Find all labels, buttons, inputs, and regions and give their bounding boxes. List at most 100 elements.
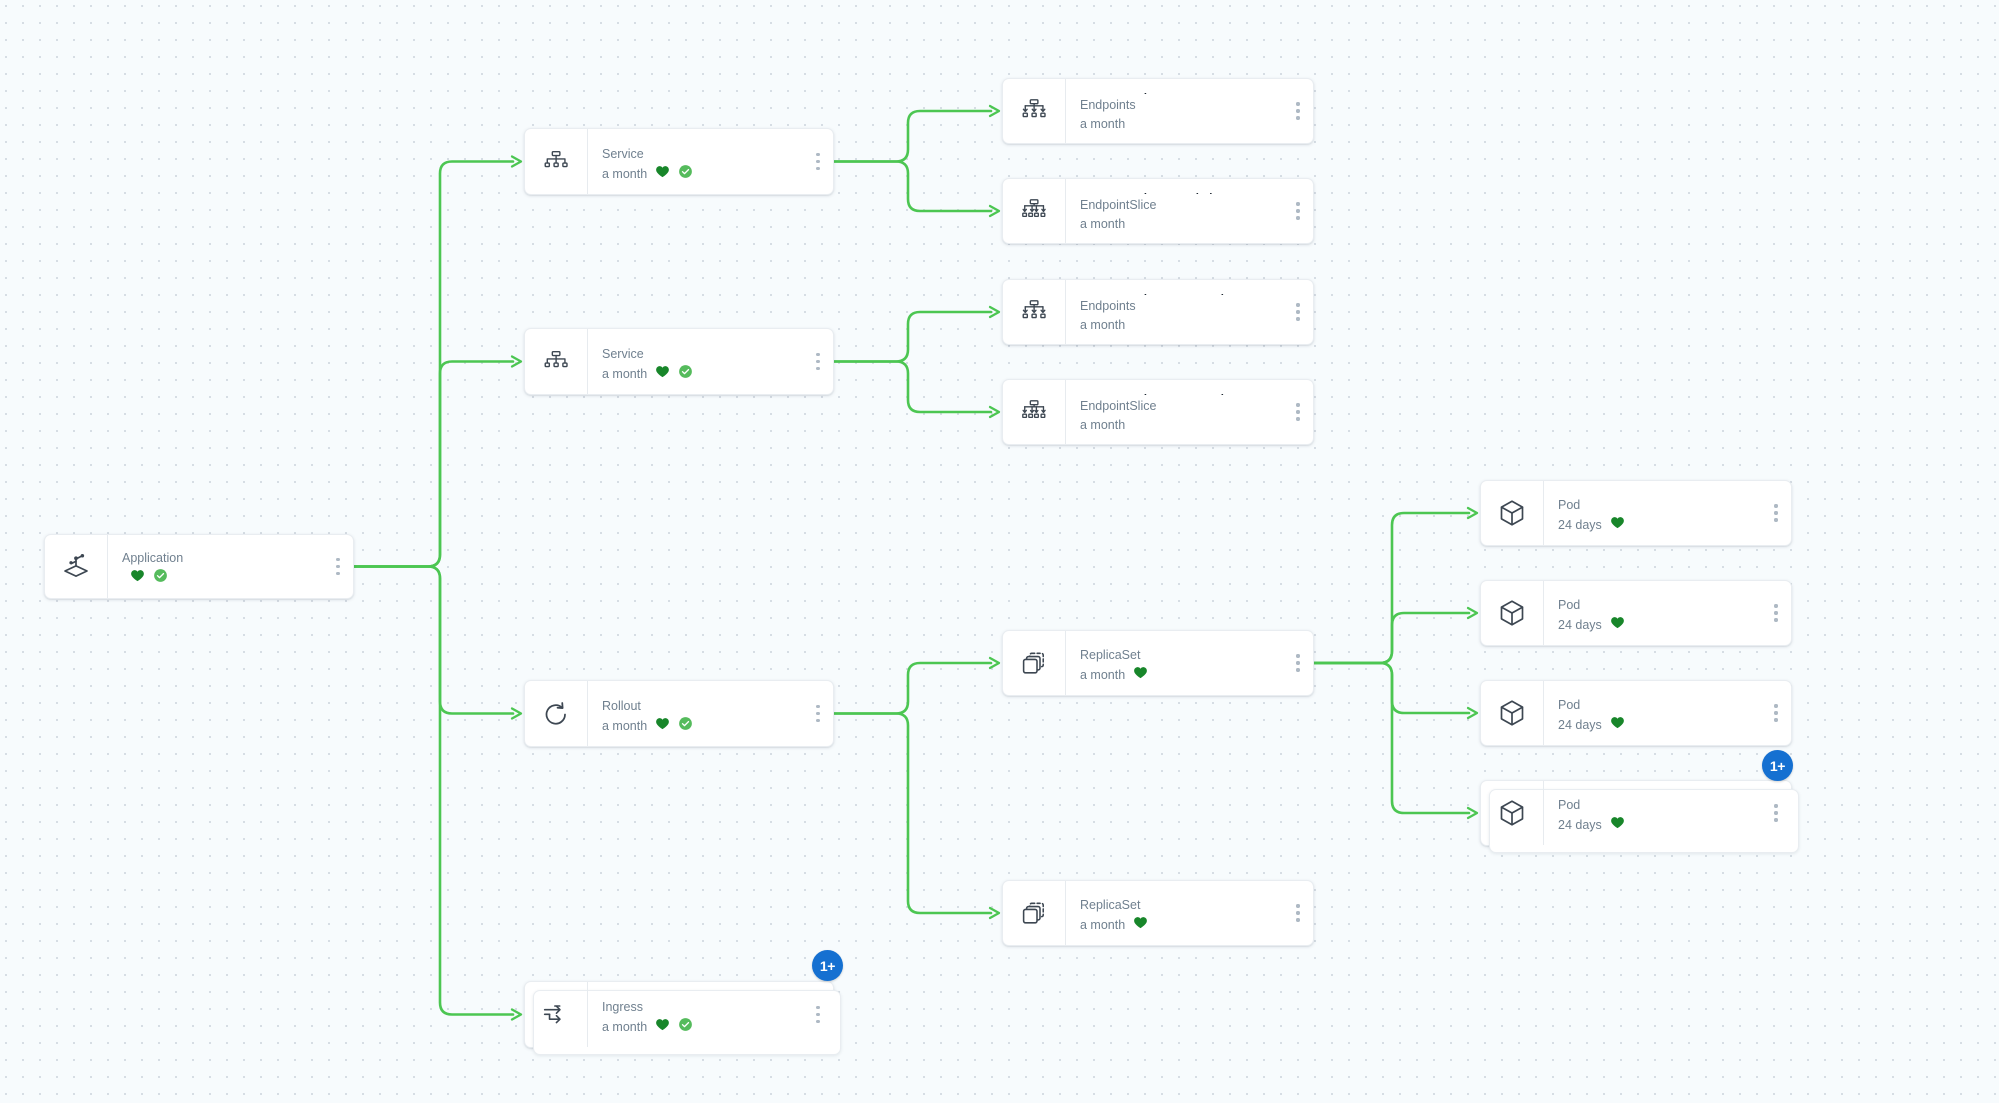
application-icon [45,535,107,598]
kebab-menu-icon[interactable] [811,681,833,746]
kebab-menu-icon[interactable] [1291,79,1313,143]
node-kind: EndpointSlice [1080,398,1157,413]
group-count-badge-pod4[interactable]: 1+ [1762,750,1793,781]
kebab-menu-icon[interactable] [1291,280,1313,344]
node-title: canary-demo-967754b4c [1080,892,1281,893]
node-age: a month [1080,417,1126,432]
kebab-menu-icon[interactable] [1291,380,1313,444]
kebab-menu-icon[interactable] [1769,581,1791,645]
kebab-menu-icon[interactable] [1291,631,1313,695]
resource-node-eps[interactable]: canary-demo-clpjwEndpointSlice a month [1002,178,1314,244]
edge-arrowhead [988,906,1001,920]
resource-node-svc-preview[interactable]: canary-demo-previewServicea month [524,328,834,395]
resource-node-ep-preview[interactable]: canary-demo-previewEndpointsa month [1002,279,1314,345]
kebab-menu-icon[interactable] [1291,179,1313,243]
edge [832,160,993,213]
rollout-icon [525,681,587,746]
node-title: canary-demo-clpjw [1080,190,1281,193]
node-status-row: a month [1080,317,1281,333]
node-status-row: a month [1080,116,1281,132]
heart-icon [1133,915,1148,935]
replicaset-icon [1003,881,1065,945]
pod-icon [1481,581,1543,645]
sync-ok-icon [678,716,693,736]
heart-icon [1610,815,1625,835]
resource-node-rs2[interactable]: canary-demo-967754b4cReplicaSeta month [1002,880,1314,946]
endpoints-icon [1003,79,1065,143]
edge [352,565,515,1016]
kebab-menu-icon[interactable] [811,329,833,394]
sync-ok-icon [153,568,168,588]
resource-node-rollout[interactable]: canary-demoRollouta month [524,680,834,747]
node-status-row: 24 days [1558,816,1759,834]
node-body: canary-demo-7f89b8b978ReplicaSeta month [1065,631,1291,695]
resource-node-ingress[interactable]: canary-demoIngressa month [524,981,841,1055]
resource-node-rs1[interactable]: canary-demo-7f89b8b978ReplicaSeta month [1002,630,1314,696]
heart-icon [1610,715,1625,735]
node-age: a month [602,718,648,733]
edge-arrowhead [510,355,523,368]
heart-icon [655,1017,670,1037]
pod-icon [1481,481,1543,545]
node-age: a month [1080,317,1126,332]
resource-node-ep[interactable]: canary-demoEndpointsa month [1002,78,1314,144]
node-kind: Application [122,550,184,565]
edge-arrowhead [1466,506,1479,520]
node-kind: Endpoints [1080,298,1136,313]
node-age: a month [602,1019,648,1034]
edge [352,160,515,568]
node-title: canary-demo-7f89b8b978 [1080,642,1281,643]
edge-arrowhead [510,155,523,168]
heart-icon [1133,665,1148,685]
node-body: canary-demo-preview-v... EndpointSlice a m… [1065,380,1291,444]
kebab-menu-icon[interactable] [1769,481,1791,545]
node-age: a month [602,366,648,381]
service-icon [525,329,587,394]
kebab-menu-icon[interactable] [811,982,833,1047]
node-title: canary-demo [122,546,321,547]
node-title: canary-demo [602,140,801,143]
node-kind: ReplicaSet [1080,647,1141,662]
edge-arrowhead [510,707,523,720]
node-age: 24 days [1558,617,1602,632]
node-status-row: 24 days [1558,516,1759,534]
node-title: canary-demo [602,993,801,996]
edge-arrowhead [510,1008,523,1021]
node-status-row: 24 days [1558,616,1759,634]
edge [832,310,993,363]
node-age: 24 days [1558,517,1602,532]
kebab-menu-icon[interactable] [1769,681,1791,745]
node-title: canary-demo-7f89b8b97... [1558,692,1759,693]
kebab-menu-icon[interactable] [1769,781,1791,845]
node-kind: Rollout [602,698,641,713]
node-status-row: a month [1080,216,1281,232]
kebab-menu-icon[interactable] [331,535,353,598]
node-title: canary-demo-preview [602,340,801,343]
node-kind: EndpointSlice [1080,197,1157,212]
resource-node-eps-preview[interactable]: canary-demo-preview-v... EndpointSlice a m… [1002,379,1314,445]
kebab-menu-icon[interactable] [811,129,833,194]
kebab-menu-icon[interactable] [1291,881,1313,945]
heart-icon [655,716,670,736]
edge [832,712,993,915]
resource-node-svc[interactable]: canary-demoService a month [524,128,834,195]
node-title: canary-demo-preview-v... [1080,391,1281,394]
node-kind: Service [602,146,644,161]
edge-arrowhead [988,656,1001,670]
edge [352,360,515,568]
node-status-row: a month [602,1018,801,1036]
pod-icon [1481,681,1543,745]
node-status-row: a month [602,365,801,383]
group-count-badge-ingress[interactable]: 1+ [812,950,843,981]
ingress-icon [525,982,587,1047]
node-age: a month [602,166,648,181]
resource-node-app[interactable]: canary-demoApplication [44,534,354,599]
node-kind: Pod [1558,497,1581,512]
edge-arrowhead [1466,606,1479,620]
